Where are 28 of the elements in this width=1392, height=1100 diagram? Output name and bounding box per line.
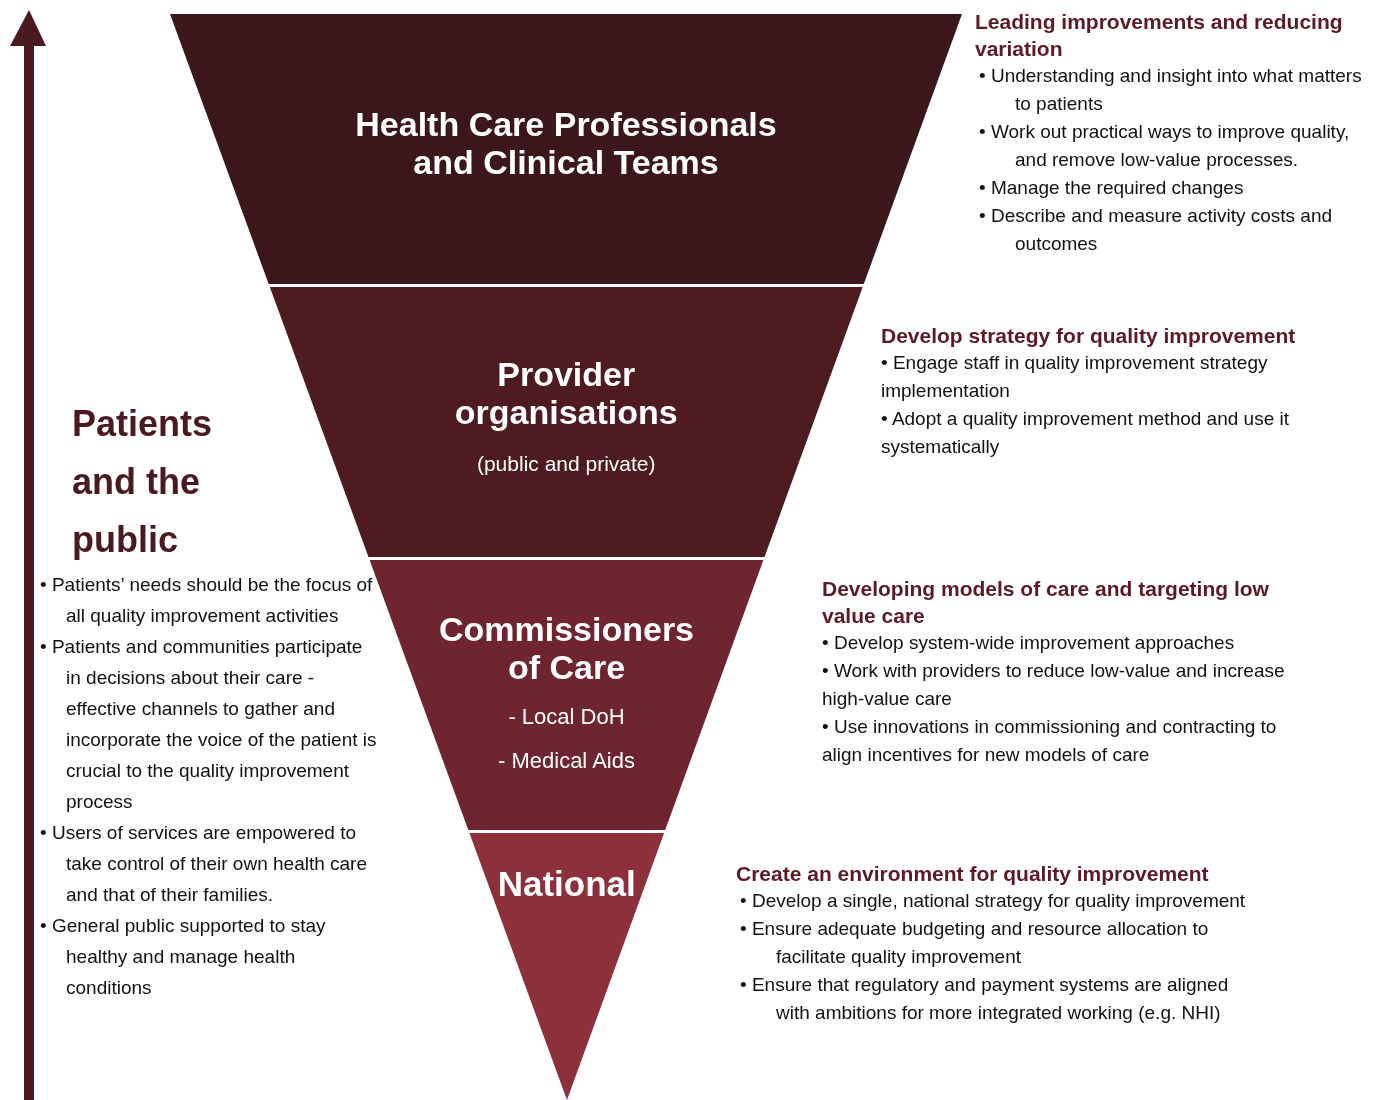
- bullet-item: • Adopt a quality improvement method and use it systematically: [881, 407, 1290, 459]
- section-heading: Create an environment for quality improvement: [736, 861, 1210, 887]
- bullet-item: • Ensure that regulatory and payment systems are aligned with ambitions for more integrated working (e.g. NHI): [739, 973, 1230, 1025]
- bullet-item: • Patients’ needs should be the focus of all quality improvement activities: [40, 573, 374, 628]
- tier-item: - Local DoH: [507, 703, 626, 731]
- bullet-item: • Work with providers to reduce low-value and increase high-value care: [822, 659, 1286, 711]
- bullet-item: • General public supported to stay healthy and manage health conditions: [40, 914, 327, 1000]
- bullet-item: • Understanding and insight into what matters to patients: [978, 64, 1363, 116]
- section-heading: Leading improvements and reducing variation: [975, 9, 1344, 62]
- bullet-item: • Patients and communities participate in decisions about their care - effective channels to gather and incorporate the voice of the patient is crucial to the quality improvement process: [40, 635, 378, 814]
- section-heading: Patients and the public: [72, 402, 214, 562]
- section-heading: Developing models of care and targeting low value care: [822, 576, 1270, 629]
- bullet-item: • Manage the required changes: [978, 176, 1245, 200]
- bullet-item: • Describe and measure activity costs and outcomes: [978, 204, 1334, 256]
- bullet-item: • Ensure adequate budgeting and resource allocation to facilitate quality improvement: [739, 917, 1210, 969]
- bullet-item: • Work out practical ways to improve quality, and remove low-value processes.: [978, 120, 1351, 172]
- bullet-item: • Develop system-wide improvement approaches: [822, 631, 1236, 655]
- bullet-item: • Use innovations in commissioning and contracting to align incentives for new models of care: [822, 715, 1278, 767]
- bullet-item: • Develop a single, national strategy for quality improvement: [739, 889, 1247, 913]
- tier-title: Provider organisations: [453, 355, 679, 432]
- section-heading: Develop strategy for quality improvement: [881, 323, 1297, 349]
- tier-title: Commissioners of Care: [437, 610, 696, 687]
- tier-title: National: [496, 864, 637, 904]
- tier-item: - Medical Aids: [497, 747, 636, 775]
- tier-subtitle: (public and private): [475, 451, 657, 477]
- bullet-item: • Users of services are empowered to take control of their own health care and that of their families.: [40, 821, 368, 907]
- tier-title: Health Care Professionals and Clinical Teams: [354, 105, 778, 182]
- bullet-item: • Engage staff in quality improvement strategy implementation: [881, 351, 1269, 403]
